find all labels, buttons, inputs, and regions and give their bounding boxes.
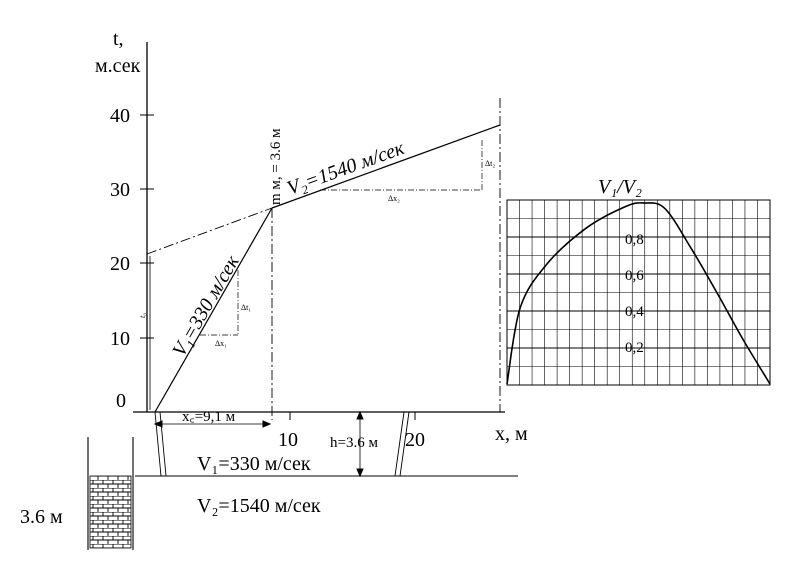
y-tick-label-10: 10 xyxy=(110,328,130,350)
ray-down xyxy=(159,411,167,477)
x-tick-label-20: 20 xyxy=(405,429,425,451)
y-tick-label-0: 0 xyxy=(116,390,126,412)
ratio-title: V₁/V₂ xyxy=(598,176,642,198)
xc-arrow-left xyxy=(153,420,163,428)
y-tick-label-40: 40 xyxy=(110,105,130,127)
ratio-tick-02: 0,2 xyxy=(625,340,644,356)
dt2-label: Δt₂ xyxy=(485,159,495,168)
t0-label: t₀ xyxy=(138,313,147,318)
ratio-grid xyxy=(507,200,770,385)
ray-up xyxy=(394,411,405,477)
h-arrow-bottom xyxy=(356,468,364,478)
v2-extrapolation xyxy=(146,207,273,255)
v1-travel-line xyxy=(154,207,273,413)
brick-layer xyxy=(89,475,132,549)
y-axis-label-2: м.сек xyxy=(95,55,141,77)
dx1-label: Δx₁ xyxy=(215,339,227,348)
xc-arrow-right xyxy=(262,420,272,428)
h-arrow-top xyxy=(356,410,364,420)
ratio-tick-08: 0,8 xyxy=(625,232,644,248)
ray-down-2 xyxy=(154,411,162,477)
ratio-tick-04: 0,4 xyxy=(625,304,644,320)
section-v1-label: V₁=330 м/сек xyxy=(197,453,311,475)
main-plot xyxy=(133,42,505,478)
y-tick-label-30: 30 xyxy=(110,179,130,201)
crossover-label: m м, = 3.6 м xyxy=(268,128,284,205)
ratio-tick-06: 0,6 xyxy=(625,268,644,284)
x-tick-label-10: 10 xyxy=(278,429,298,451)
ray-up-2 xyxy=(399,411,410,477)
dx2-label: Δx₂ xyxy=(388,194,400,203)
v2-travel-line xyxy=(271,124,501,209)
y-tick-label-20: 20 xyxy=(110,253,130,275)
ratio-plot xyxy=(506,199,771,386)
depth-label: h=3.6 м xyxy=(330,435,378,451)
ratio-curve xyxy=(506,202,771,385)
x-axis-label: x, м xyxy=(495,423,528,445)
section xyxy=(87,411,518,550)
dt1-label: Δt₁ xyxy=(241,303,251,312)
y-axis-label-1: t, xyxy=(113,28,124,50)
section-v2-label: V₂=1540 м/сек xyxy=(197,495,321,517)
thickness-label: 3.6 м xyxy=(20,506,63,528)
v1-line-label: V₁=330 м/сек xyxy=(168,251,244,360)
xc-label: x꜀=9,1 м xyxy=(182,409,236,425)
